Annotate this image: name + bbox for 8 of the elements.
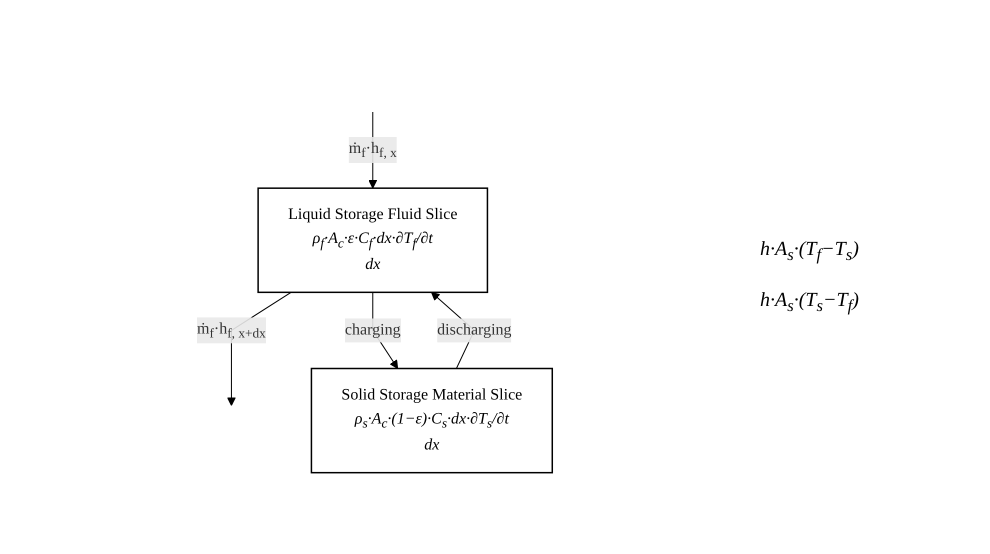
edge-label: ṁ$_{f}$·h$_{f, x}$ [349,140,398,160]
formula-label: h·A$_{s}$·(T$_{f}$−T$_{s}$) [760,238,860,265]
edge-label: discharging [438,321,512,338]
edge-label: ṁ$_{f}$·h$_{f, x+dx}$ [197,320,266,340]
node-box: Liquid Storage Fluid Slice ρ$_{f}$·A$_{c}$·ε·C$_{f}$·dx·∂T$_{f}$/∂t dx [258,187,489,293]
edge-label: charging [345,321,401,338]
node-box: Solid Storage Material Slice ρ$_{s}$·A$_{c}$·(1−ε)·C$_{s}$·dx·∂T$_{s}$/∂t dx [311,367,554,474]
formula-label: h·A$_{s}$·(T$_{s}$−T$_{f}$) [760,289,860,316]
